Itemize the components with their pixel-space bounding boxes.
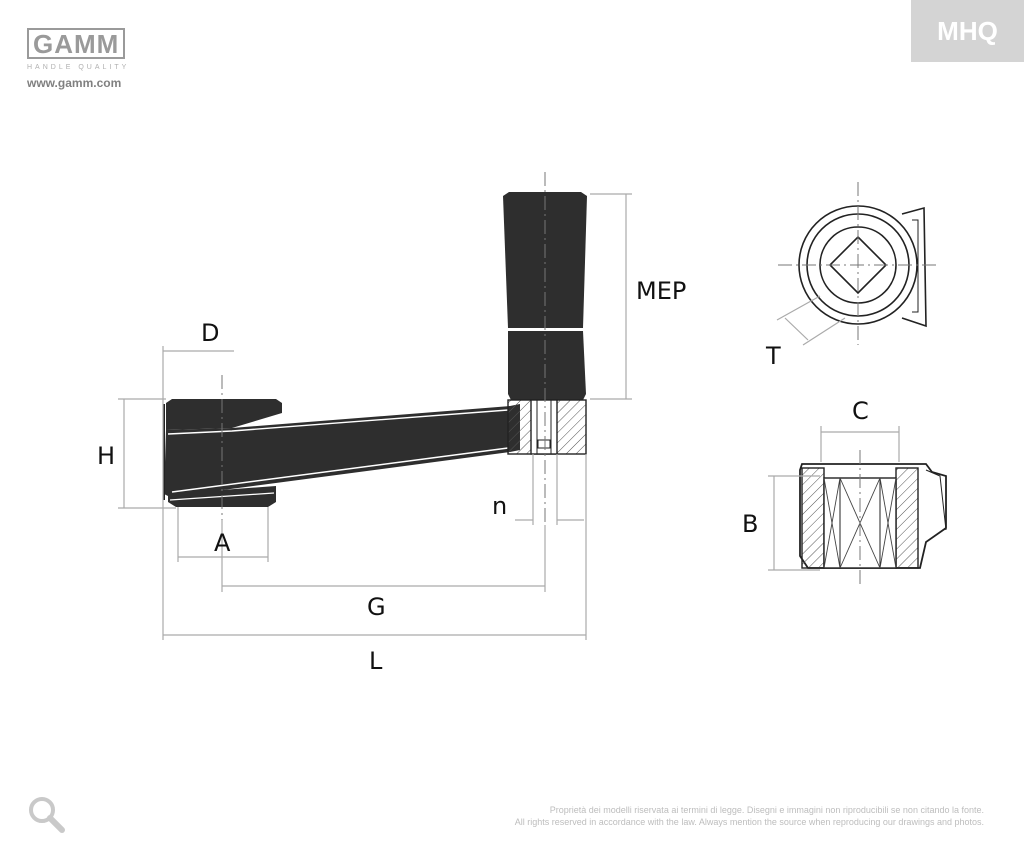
- crank-side-view: [163, 172, 587, 525]
- hub-section-view: [768, 426, 947, 585]
- website-link[interactable]: www.gamm.com: [27, 76, 122, 90]
- dim-label-t: T: [765, 342, 781, 370]
- dim-label-b: B: [742, 510, 758, 538]
- dim-label-g: G: [367, 593, 386, 621]
- brand-logo[interactable]: GAMM HANDLE QUALITY www.gamm.com: [27, 28, 139, 90]
- footer-line-italian: Proprietà dei modelli riservata ai termi…: [549, 805, 984, 815]
- magnifier-icon[interactable]: [28, 796, 66, 838]
- product-code-badge: MHQ: [911, 0, 1024, 62]
- logo-tagline: HANDLE QUALITY: [27, 64, 130, 71]
- hub-top-view: [776, 182, 940, 346]
- dimension-lines-side: [118, 193, 632, 640]
- copyright-footer: Proprietà dei modelli riservata ai termi…: [515, 804, 984, 828]
- logo-wordmark: GAMM: [27, 28, 126, 59]
- dim-label-c: C: [852, 397, 869, 425]
- dim-label-d: D: [201, 319, 219, 347]
- dim-label-a: A: [214, 529, 231, 557]
- dim-label-h: H: [97, 442, 115, 470]
- footer-line-english: All rights reserved in accordance with t…: [514, 817, 984, 827]
- dim-label-l: L: [369, 647, 383, 675]
- dim-label-n: n: [492, 492, 507, 520]
- dim-label-mep: MEP: [636, 277, 686, 305]
